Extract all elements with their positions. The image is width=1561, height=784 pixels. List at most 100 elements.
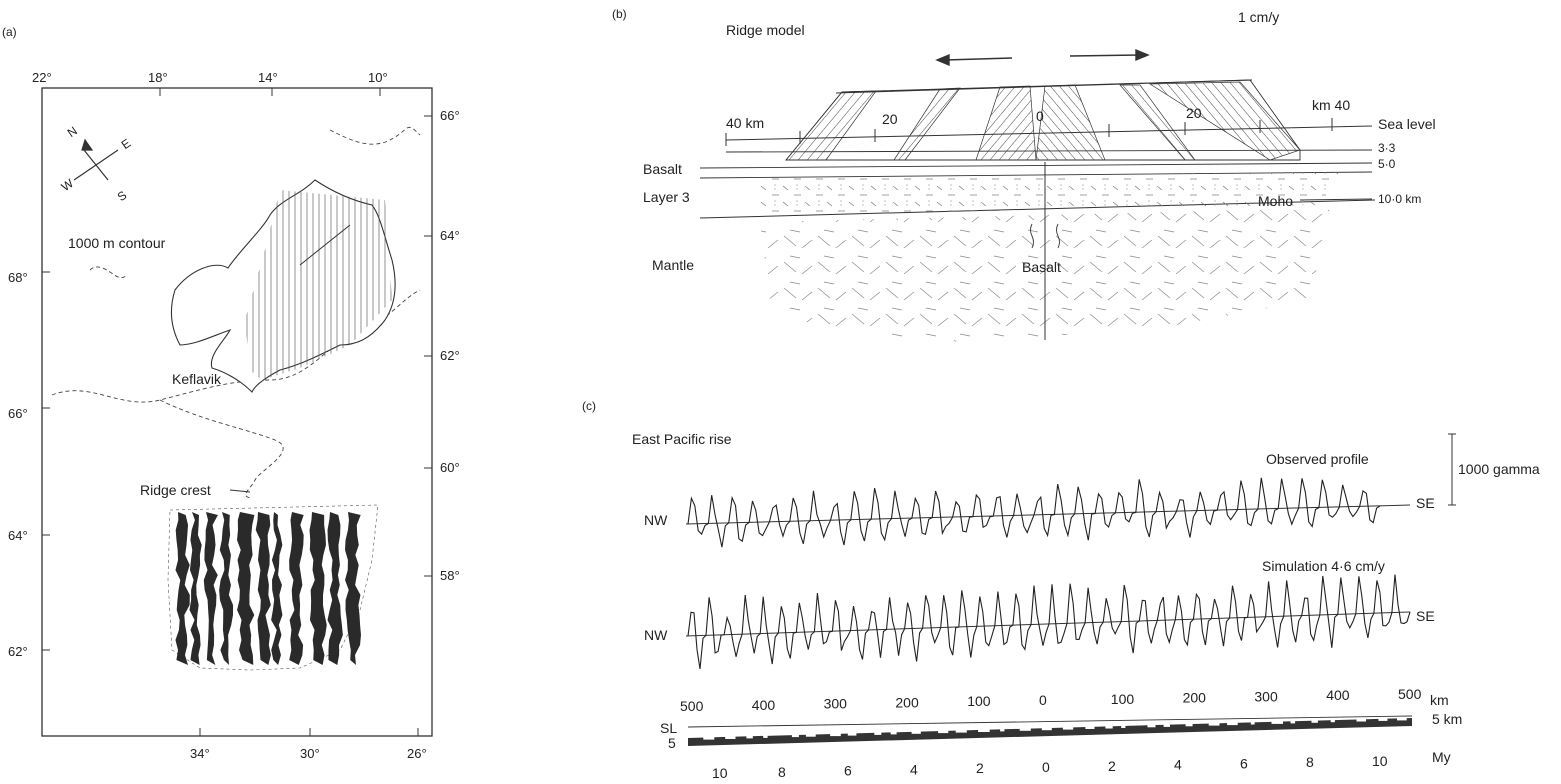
- lat-tick: 58°: [440, 568, 460, 583]
- my-tick-label: 8: [778, 764, 786, 780]
- my-tick-label: 6: [844, 763, 852, 779]
- ridge-model-title: Ridge model: [726, 22, 805, 38]
- polarity-gap: [1311, 719, 1318, 723]
- polarity-gap: [955, 729, 967, 733]
- bottom-lon-ticks: 34° 30° 26°: [190, 728, 427, 761]
- map-frame: [41, 87, 433, 737]
- lon-tick: 30°: [300, 746, 320, 761]
- anomaly-stripe: [345, 512, 361, 665]
- panel-a-label: (a): [2, 25, 17, 39]
- anomaly-stripe: [289, 512, 304, 665]
- simulation-label: Simulation 4·6 cm/y: [1262, 558, 1385, 574]
- polarity-gap: [1227, 722, 1238, 726]
- basalt-injection-label: Basalt: [1022, 259, 1061, 275]
- lat-tick: 64°: [440, 228, 460, 243]
- moho-label: Moho: [1258, 193, 1293, 209]
- my-tick-label: 2: [976, 760, 984, 776]
- polarity-gap: [1062, 726, 1074, 730]
- right-lat-ticks: 66° 64° 62° 60° 58°: [424, 108, 460, 583]
- compass-rose-icon: [73, 138, 119, 181]
- age-right: 20: [1186, 105, 1202, 121]
- polarity-gap: [1121, 725, 1126, 728]
- sea-level-label: Sea level: [1378, 116, 1436, 132]
- lat-tick: 66°: [440, 108, 460, 123]
- my-tick-label: 4: [910, 761, 918, 777]
- panel-b-ridge-model: (b) Ridge model 1 cm/y: [612, 7, 1436, 342]
- km-tick-label: 300: [824, 696, 848, 712]
- age-center: 0: [1036, 108, 1044, 124]
- polarity-gap: [1271, 720, 1283, 724]
- polarity-gap: [1019, 727, 1031, 731]
- compass-n: N: [65, 124, 80, 140]
- polarity-gap: [805, 733, 816, 737]
- simulation-baseline: [685, 611, 1411, 637]
- km-tick-label: 300: [1254, 688, 1278, 704]
- top-lon-ticks: 22° 18° 14° 10°: [32, 70, 388, 96]
- polarity-gap: [1105, 725, 1113, 729]
- simulated-profile-line: [687, 574, 1411, 670]
- gamma-scale-label: 1000 gamma: [1458, 461, 1540, 477]
- compass-e: E: [119, 136, 134, 152]
- polarity-gap: [1378, 717, 1388, 721]
- contour-label: 1000 m contour: [68, 235, 166, 251]
- polarity-gap: [1208, 722, 1220, 726]
- lon-tick: 14°: [258, 70, 278, 85]
- polarity-gap: [1356, 718, 1366, 722]
- spreading-rate: 1 cm/y: [1238, 9, 1279, 25]
- lat-tick: 60°: [440, 460, 460, 475]
- se-label-simulated: SE: [1416, 608, 1435, 624]
- observed-profile-line: [687, 477, 1381, 548]
- km-tick-label: 500: [680, 698, 704, 714]
- polarity-stripes: [785, 81, 1301, 161]
- compass-s: S: [115, 188, 130, 204]
- anomaly-stripe: [175, 512, 190, 665]
- polarity-gap: [791, 734, 799, 738]
- compass-w: W: [59, 176, 77, 194]
- ridge-crest-label: Ridge crest: [140, 482, 211, 498]
- keflavik-label: Keflavik: [172, 371, 222, 387]
- spreading-arrow-icon: [935, 48, 1150, 67]
- observed-baseline: [685, 504, 1411, 525]
- anomaly-stripe: [327, 512, 343, 665]
- polarity-gap: [1397, 717, 1407, 721]
- lat-tick: 66°: [8, 406, 28, 421]
- sea-level-strip-top: [687, 715, 1413, 728]
- polarity-gap: [1290, 720, 1296, 724]
- anomaly-stripe: [219, 512, 234, 665]
- lat-tick: 62°: [440, 348, 460, 363]
- left-distance-label: 40 km: [726, 115, 764, 131]
- anomaly-stripe: [271, 512, 283, 665]
- left-lat-ticks: 68° 66° 64° 62°: [8, 270, 50, 659]
- magnetic-anomaly-stripes: [167, 504, 379, 671]
- lat-tick: 62°: [8, 644, 28, 659]
- depth5-label: 5: [668, 735, 676, 751]
- polarity-gap: [1147, 724, 1156, 728]
- panel-c-label: (c): [582, 399, 596, 413]
- right-distance-label: km 40: [1312, 97, 1350, 113]
- depth-line-33: [725, 149, 1373, 153]
- anomaly-stripe: [189, 512, 202, 665]
- panel-a-map: (a) 22° 18° 14° 10° 34° 30° 26°: [2, 25, 460, 761]
- nw-label-simulated: NW: [644, 627, 668, 643]
- km-tick-label: 100: [1111, 691, 1135, 707]
- iceland-ridge-line: [299, 224, 351, 266]
- nw-label-observed: NW: [644, 512, 668, 528]
- se-label-observed: SE: [1416, 495, 1435, 511]
- polarity-gap: [874, 731, 882, 735]
- age-left: 20: [882, 111, 898, 127]
- polarity-gap: [978, 729, 990, 732]
- km-ticks: [725, 118, 1333, 146]
- my-tick-label: 0: [1042, 759, 1050, 775]
- panel-b-label: (b): [612, 7, 627, 21]
- observed-profile-label: Observed profile: [1266, 451, 1369, 467]
- my-tick-label: 4: [1174, 757, 1182, 773]
- km-unit: km: [1430, 692, 1449, 708]
- polarity-gap: [938, 730, 949, 734]
- polarity-gap: [830, 733, 841, 737]
- depth-33-label: 3·3: [1378, 141, 1396, 155]
- polarity-gap: [763, 734, 768, 738]
- polarity-gap: [703, 736, 715, 740]
- km-tick-label: 400: [1326, 687, 1350, 703]
- lon-tick: 34°: [190, 746, 210, 761]
- polarity-gap: [1185, 723, 1193, 727]
